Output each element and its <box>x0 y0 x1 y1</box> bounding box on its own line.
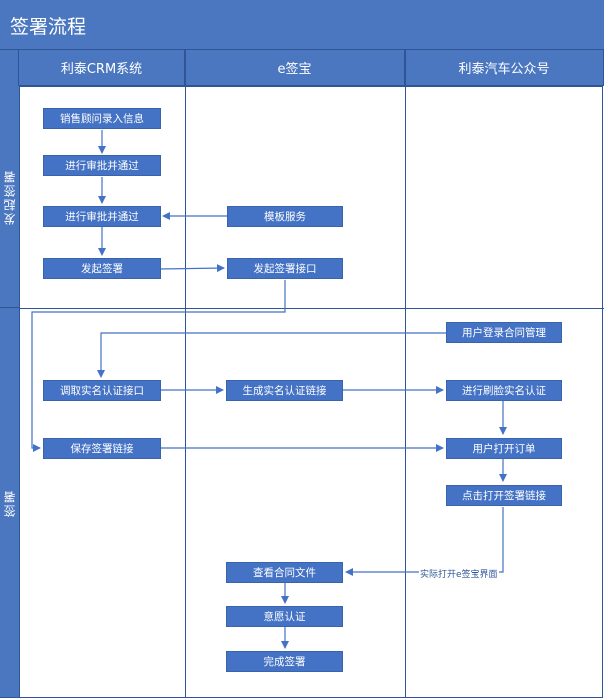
header-corner <box>0 50 19 86</box>
node-approve-2: 进行审批并通过 <box>43 206 161 227</box>
node-complete-sign: 完成签署 <box>226 651 343 672</box>
node-initiate-sign: 发起签署 <box>43 258 161 279</box>
lane-header-crm: 利泰CRM系统 <box>19 50 185 86</box>
title-bar: 签署流程 <box>0 0 604 50</box>
arrow-initiate-to-api <box>159 264 225 273</box>
node-sales-input: 销售顾问录入信息 <box>43 108 161 129</box>
node-template-service: 模板服务 <box>227 206 343 227</box>
node-sign-api: 发起签署接口 <box>227 258 343 279</box>
arrow-link-to-view <box>345 507 504 576</box>
arrow-login-to-callapi <box>97 332 446 378</box>
diagram-title: 签署流程 <box>10 16 87 38</box>
node-view-contract: 查看合同文件 <box>226 562 343 583</box>
lane-divider-2 <box>405 50 406 698</box>
node-save-link: 保存签署链接 <box>43 438 161 459</box>
node-open-link: 点击打开签署链接 <box>446 485 562 506</box>
phase-label-initiate: 发起签署 <box>0 86 19 308</box>
arrow-api-to-save <box>31 280 286 452</box>
node-call-auth-api: 调取实名认证接口 <box>43 380 161 401</box>
lane-header-esign: e签宝 <box>185 50 405 86</box>
node-face-auth: 进行刷脸实名认证 <box>446 380 562 401</box>
node-user-login: 用户登录合同管理 <box>446 322 562 343</box>
phase-label-sign: 签署 <box>0 308 19 698</box>
lane-header-wechat: 利泰汽车公众号 <box>405 50 604 86</box>
node-open-order: 用户打开订单 <box>446 438 562 459</box>
lane-divider-1 <box>185 50 186 698</box>
node-approve-1: 进行审批并通过 <box>43 155 161 176</box>
phase-divider <box>19 308 604 309</box>
swimlane-frame <box>19 86 603 698</box>
edge-label-open-esign: 实际打开e签宝界面 <box>419 567 499 580</box>
node-willing-auth: 意愿认证 <box>226 606 343 627</box>
node-gen-auth-link: 生成实名认证链接 <box>226 380 343 401</box>
